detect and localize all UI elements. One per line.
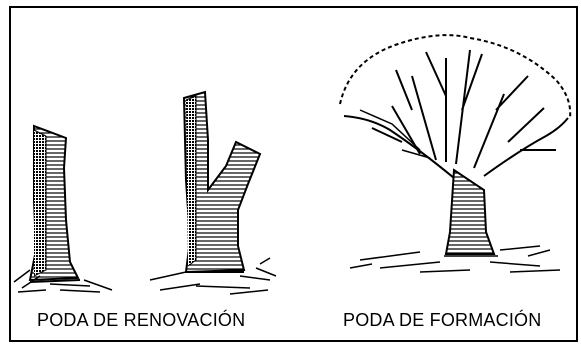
pruned-tree-canopy-icon xyxy=(339,34,572,273)
cut-trunk-stump-icon xyxy=(13,124,113,293)
formation-pruning-caption: PODA DE FORMACIÓN xyxy=(343,310,542,330)
renewal-pruning-caption: PODA DE RENOVACIÓN xyxy=(37,310,246,330)
figure-frame xyxy=(9,6,578,342)
cut-trunk-with-branch-icon xyxy=(149,90,277,295)
